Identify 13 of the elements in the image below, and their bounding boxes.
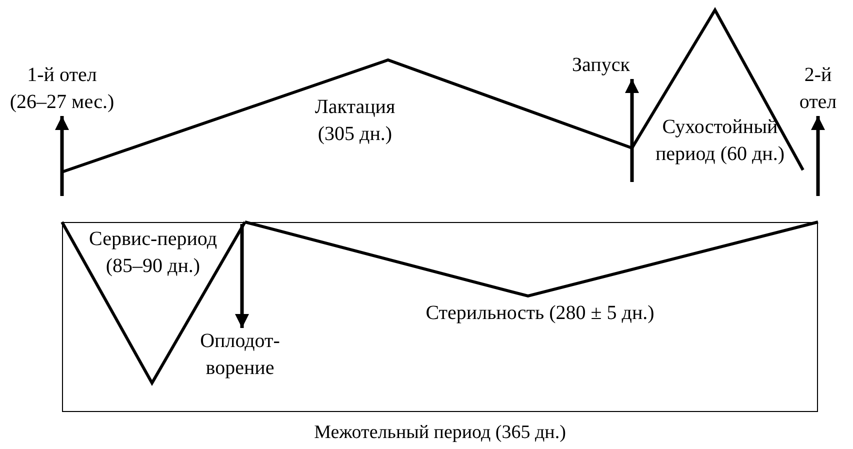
event-label: Запуск	[571, 53, 631, 78]
arrow	[811, 116, 825, 196]
phase-label: Стерильность (280 ± 5 дн.)	[424, 301, 656, 326]
phase-label: Сухостойный период (60 дн.)	[654, 115, 786, 167]
phase-label: Лактация (305 дн.)	[314, 95, 396, 147]
event-label: Оплодот- ворение	[199, 329, 281, 381]
event-label: 1-й отел (26–27 мес.)	[8, 63, 116, 115]
event-label: 2-й отел	[798, 63, 838, 115]
arrow	[625, 79, 639, 182]
arrow	[55, 116, 69, 196]
phase-label: Сервис-период (85–90 дн.)	[88, 227, 218, 279]
period-caption: Межотельный период (365 дн.)	[313, 421, 567, 445]
arrow	[235, 224, 249, 328]
